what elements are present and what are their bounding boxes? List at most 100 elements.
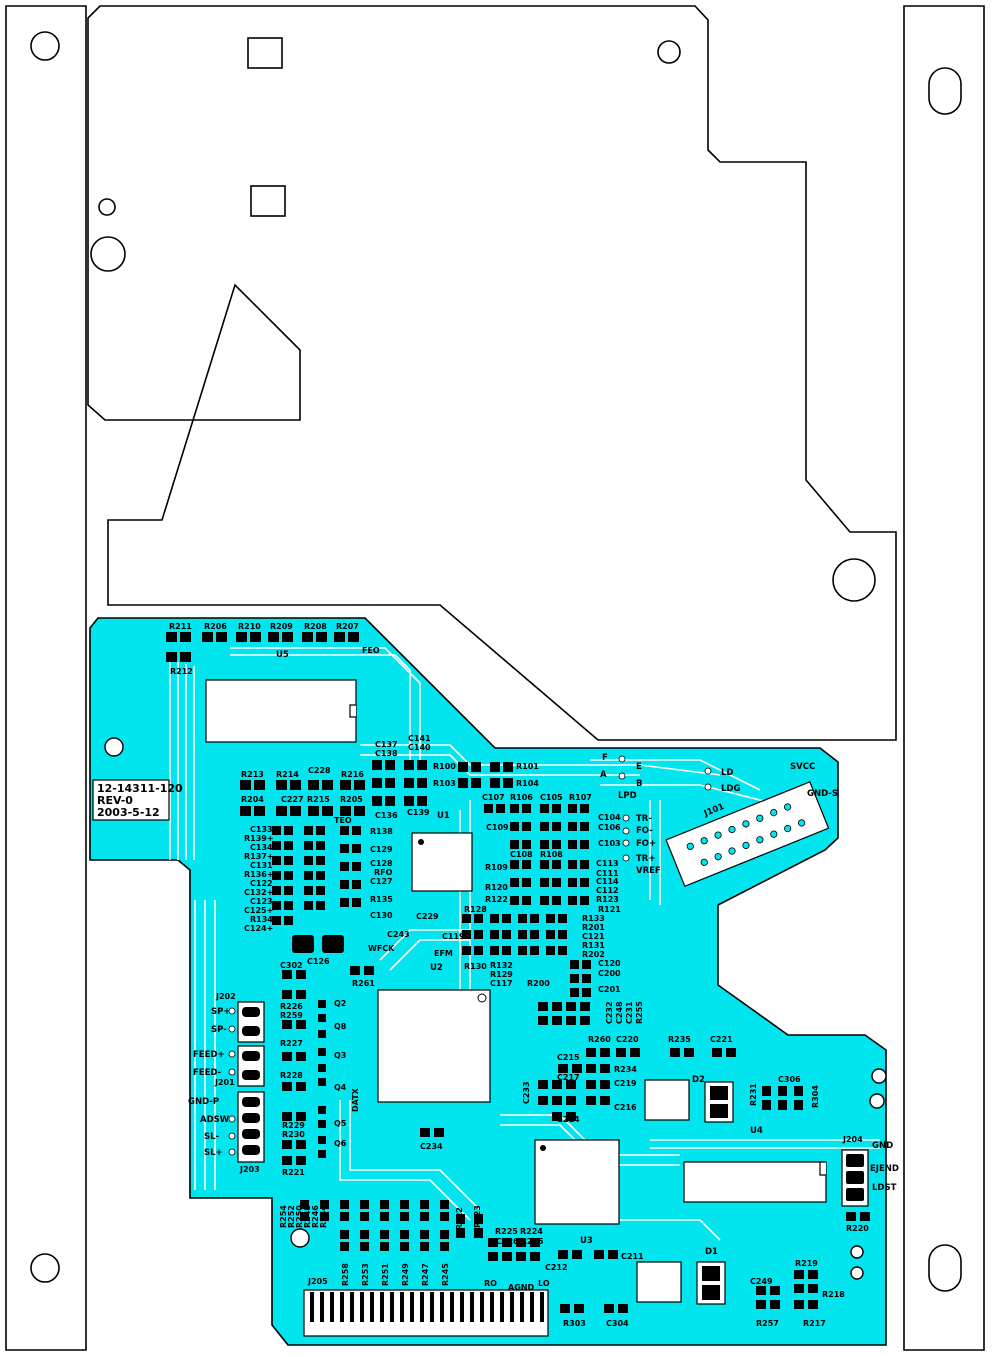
ic-u3-label: U3 (580, 1236, 593, 1246)
c112-label: C112 (596, 886, 619, 895)
signal-e: E (636, 762, 642, 772)
signal-a: A (600, 770, 607, 780)
left-frame-rail (5, 5, 87, 1351)
c130-label: C130 (370, 911, 393, 920)
c108-label: C108 (510, 850, 533, 859)
r206-label: R206 (204, 622, 227, 631)
r131-label: R131 (582, 941, 605, 950)
c234-label: C234 (420, 1142, 443, 1151)
c113-label: C113 (596, 859, 619, 868)
r135-label: R135 (370, 895, 393, 904)
r216-label: R216 (341, 770, 364, 779)
part-number: 12-14311-120 (97, 782, 183, 795)
q6-label: Q6 (334, 1139, 347, 1148)
connector-j201: J201 (214, 1045, 265, 1087)
r137-label: R137+ (244, 852, 274, 861)
lo-label: LO (538, 1279, 550, 1288)
signal-feed-minus: FEED- (193, 1068, 222, 1078)
r213-label: R213 (241, 770, 264, 779)
wfck-label: WFCK (368, 944, 395, 953)
c121-label: C121 (582, 932, 605, 941)
r248-label: R248 (303, 1205, 312, 1228)
r128-label: R128 (464, 905, 487, 914)
r208-label: R208 (304, 622, 327, 631)
c214-label: C214 (557, 1115, 580, 1124)
right-frame-rail (903, 5, 985, 1351)
r222-label: R222 (455, 1207, 464, 1230)
ic-u4-label: U4 (750, 1126, 763, 1136)
r231-label: R231 (749, 1083, 758, 1106)
c129-label: C129 (370, 845, 393, 854)
c211-label: C211 (621, 1252, 644, 1261)
ic-u4: U4 (683, 1126, 827, 1203)
c117-label: C117 (490, 979, 513, 988)
r227-label: R227 (280, 1039, 303, 1048)
c123-label: C123 (250, 897, 273, 906)
r107-label: R107 (569, 793, 592, 802)
pcb-holes (104, 737, 887, 1280)
feo-label: FEO (362, 646, 380, 655)
r258-label: R258 (341, 1263, 350, 1286)
c105-label: C105 (540, 793, 563, 802)
r109-label: R109 (485, 863, 508, 872)
r247-label: R247 (421, 1263, 430, 1286)
r209-label: R209 (270, 622, 293, 631)
c220-label: C220 (616, 1035, 639, 1044)
c215-label: C215 (557, 1053, 580, 1062)
connector-j204-label: J204 (842, 1135, 863, 1144)
capacitor-c126 (292, 935, 344, 953)
ic-u2: U2 (377, 963, 491, 1103)
r215-label: R215 (307, 795, 330, 804)
q8-label: Q8 (334, 1022, 347, 1031)
signal-f: F (602, 753, 608, 763)
r225-label: R225 (495, 1227, 518, 1236)
connector-j202: J202 (215, 992, 265, 1043)
signal-adsw: ADSW (200, 1115, 230, 1125)
r108-label: R108 (540, 850, 563, 859)
c306-label: C306 (778, 1075, 801, 1084)
r303-label: R303 (563, 1319, 586, 1328)
r253-label: R253 (361, 1263, 370, 1286)
signal-fo-plus: FO+ (636, 839, 656, 849)
r223-label: R223 (473, 1205, 482, 1228)
rfo-label: RFO (374, 868, 393, 877)
c122-label: C122 (250, 879, 273, 888)
c103-label: C103 (598, 839, 621, 848)
c226-label: C226 (496, 1237, 519, 1246)
r220-label: R220 (846, 1224, 869, 1233)
r120-label: R120 (485, 883, 508, 892)
r221-label: R221 (282, 1168, 305, 1177)
r235-label: R235 (668, 1035, 691, 1044)
ic-u3: U3 (534, 1139, 620, 1246)
r244-label: R244 (319, 1205, 328, 1228)
c124-label: C124+ (244, 924, 273, 933)
c227-label: C227 (281, 795, 304, 804)
c212-label: C212 (545, 1263, 568, 1272)
r212-label: R212 (170, 667, 193, 676)
r226-label: R226 (280, 1002, 303, 1011)
c132-label: C132+ (244, 888, 273, 897)
q2-label: Q2 (334, 999, 346, 1008)
agnd-label: AGND (508, 1283, 534, 1292)
diode-d1: D1 (636, 1247, 726, 1305)
revision: REV-0 (97, 794, 133, 807)
signal-gnd: GND (872, 1141, 893, 1151)
r251-label: R251 (381, 1263, 390, 1286)
signal-sp-plus: SP+ (211, 1007, 230, 1017)
c125-label: C125+ (244, 906, 273, 915)
test-points (228, 755, 712, 1156)
c139-label: C139 (407, 808, 430, 817)
r200-label: R200 (527, 979, 550, 988)
r132-label: R132 (490, 961, 513, 970)
c302-label: C302 (280, 961, 303, 970)
date: 2003-5-12 (97, 806, 160, 819)
c131-label: C131 (250, 861, 273, 870)
ic-u5: U5 (205, 650, 357, 743)
signal-vref: VREF (636, 866, 661, 876)
connector-j205-label: J205 (307, 1277, 328, 1286)
c248-label: C248 (615, 1001, 624, 1024)
ic-u2-label: U2 (430, 963, 443, 973)
diode-d2: D2 (644, 1075, 734, 1123)
signal-feed-plus: FEED+ (193, 1050, 225, 1060)
connector-j101: J101 (665, 781, 830, 888)
